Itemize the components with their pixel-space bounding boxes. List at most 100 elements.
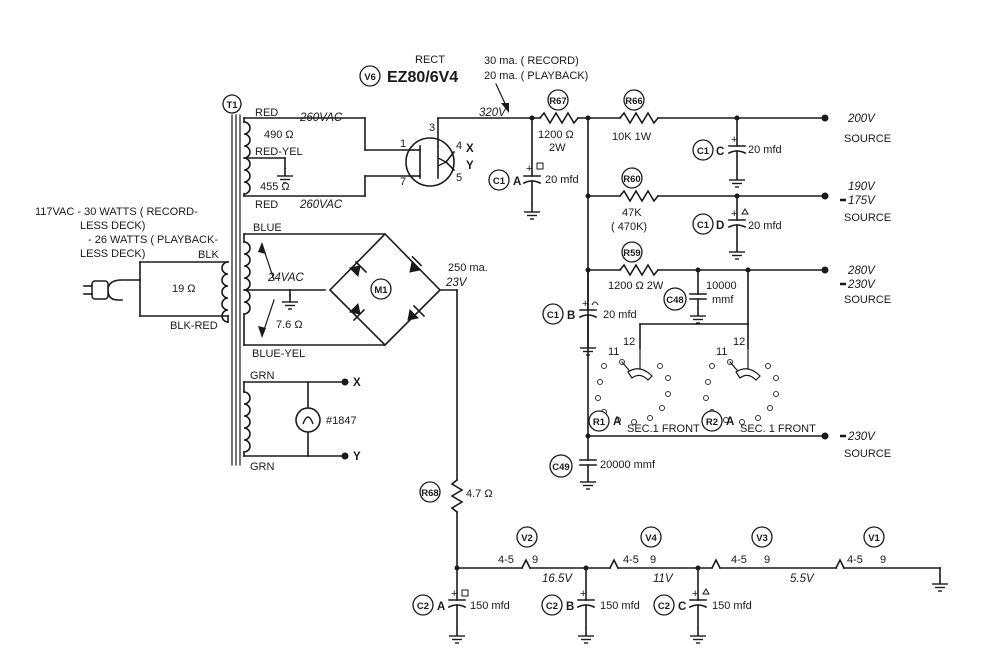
c48-ref: C48 xyxy=(666,295,683,306)
r66-value: 10K 1W xyxy=(612,131,652,143)
mains-plug xyxy=(91,280,109,300)
c2b-value: 150 mfd xyxy=(600,600,640,612)
hv-secondary-wiring: RED 260VAC 490 Ω RED-YEL 455 Ω RED 260VA… xyxy=(243,107,411,211)
out2-voltage2: 175V xyxy=(848,195,876,207)
r1-pin12: 12 xyxy=(623,336,635,348)
mains-cord xyxy=(107,279,141,301)
v1-pin9: 9 xyxy=(880,554,886,566)
mains-line2: LESS DECK) xyxy=(80,220,145,232)
current-record: 30 ma. ( RECORD) xyxy=(484,55,579,67)
current-annotation: 30 ma. ( RECORD) 20 ma. ( PLAYBACK) 320V xyxy=(479,55,588,119)
r2-pin11: 11 xyxy=(716,346,727,358)
mains-line1: 117VAC - 30 WATTS ( RECORD- xyxy=(35,206,198,218)
v4-pin9: 9 xyxy=(650,554,656,566)
c2b-section: B xyxy=(566,601,574,613)
r1-ref: R1 xyxy=(593,417,606,428)
v4-pins: 4-5 xyxy=(623,554,639,566)
v4-ref: V4 xyxy=(645,533,657,544)
c1b-ref: C1 xyxy=(547,310,560,321)
rectifier-tube-v6: RECT V6 EZ80/6V4 1 3 4 5 7 X Y xyxy=(359,54,474,188)
out3-label: SOURCE xyxy=(844,294,891,306)
svg-text:+: + xyxy=(731,208,737,220)
c1c-section: C xyxy=(716,146,724,158)
r2-ref: R2 xyxy=(706,417,718,428)
wire-blue-yel: BLUE-YEL xyxy=(252,348,305,360)
t1-ref: T1 xyxy=(226,100,238,111)
pin-7: 7 xyxy=(400,176,406,188)
hv-resistance-upper: 490 Ω xyxy=(264,129,294,141)
svg-text:+: + xyxy=(580,588,586,600)
r67-watt: 2W xyxy=(549,142,566,154)
heater-voltage-3: 5.5V xyxy=(790,573,815,585)
c2c-value: 150 mfd xyxy=(712,600,752,612)
r67-value: 1200 Ω xyxy=(538,129,574,141)
pin-4: 4 xyxy=(456,140,462,152)
out4-label: SOURCE xyxy=(844,448,891,460)
heater-winding: GRN GRN #1847 X Y xyxy=(243,370,361,473)
wire-blk: BLK xyxy=(198,249,219,261)
svg-text:+: + xyxy=(582,298,588,310)
rect-label: RECT xyxy=(415,54,445,66)
svg-text:+: + xyxy=(451,588,457,600)
c1c-ref: C1 xyxy=(697,146,710,157)
current-playback: 20 ma. ( PLAYBACK) xyxy=(484,70,588,82)
svg-text:+: + xyxy=(731,134,737,146)
rect-type: EZ80/6V4 xyxy=(387,69,458,86)
c1b-value: 20 mfd xyxy=(603,309,637,321)
v6-ref: V6 xyxy=(364,72,376,83)
r59-value: 1200 Ω 2W xyxy=(608,280,664,292)
c1a-ref: C1 xyxy=(493,176,506,187)
c2a-ref: C2 xyxy=(417,601,429,612)
wire-red-bottom: RED xyxy=(255,199,278,211)
svg-text:+: + xyxy=(692,588,698,600)
wire-grn-bottom: GRN xyxy=(250,461,275,473)
out1-label: SOURCE xyxy=(844,133,891,145)
c48-value2: mmf xyxy=(712,294,734,306)
hv-voltage-bottom: 260VAC xyxy=(299,199,343,211)
r2-pin12: 12 xyxy=(733,336,745,348)
out2-label: SOURCE xyxy=(844,212,891,224)
r1-section: A xyxy=(613,416,621,428)
out2-voltage1: 190V xyxy=(848,181,876,193)
r1-rotor xyxy=(627,368,653,381)
heater-out-x: X xyxy=(353,377,361,389)
lv-secondary-wiring: BLUE 24VAC 7.6 Ω BLUE-YEL xyxy=(243,222,386,360)
out3-voltage1: 280V xyxy=(847,265,876,277)
bridge-current: 250 ma. xyxy=(448,262,488,274)
wire-grn-top: GRN xyxy=(250,370,275,382)
r2-rotor xyxy=(735,368,761,381)
output-labels: 200V SOURCE 190V 175V SOURCE 280V 230V S… xyxy=(840,113,891,460)
svg-text:+: + xyxy=(526,163,532,175)
r60-ref: R60 xyxy=(623,174,640,185)
lv-resistance: 7.6 Ω xyxy=(276,319,303,331)
c49-ref: C49 xyxy=(552,462,569,473)
r66-ref: R66 xyxy=(625,96,642,107)
switch-r1: 11 12 R1 A SEC.1 FRONT xyxy=(588,336,700,435)
c2a-value: 150 mfd xyxy=(470,600,510,612)
v1-pins: 4-5 xyxy=(847,554,863,566)
wire-blk-red: BLK-RED xyxy=(170,320,218,332)
r60-value: 47K xyxy=(622,207,642,219)
b-plus-voltage: 320V xyxy=(479,107,507,119)
lamp-label: #1847 xyxy=(326,415,357,427)
v2-pins: 4-5 xyxy=(498,554,514,566)
b-plus-rail: R67 1200 Ω 2W R66 10K 1W + C1 A 20 mfd +… xyxy=(437,89,829,220)
c2a-section: A xyxy=(437,601,445,613)
r2-section: A xyxy=(726,416,734,428)
r1-pin11: 11 xyxy=(608,346,619,358)
c2c-section: C xyxy=(678,601,686,613)
v2-ref: V2 xyxy=(521,533,533,544)
r1-label: SEC.1 FRONT xyxy=(627,423,700,435)
r68-value: 4.7 Ω xyxy=(466,488,493,500)
c2c-ref: C2 xyxy=(658,601,670,612)
heater-voltage-2: 11V xyxy=(653,573,674,585)
heater-string: R68 4.7 Ω V2 V4 V3 V1 4-5 9 4-5 9 4-5 9 … xyxy=(412,478,949,644)
c1c-value: 20 mfd xyxy=(748,144,782,156)
r59-ref: R59 xyxy=(623,248,640,259)
wire-red-yel: RED-YEL xyxy=(255,146,303,158)
m1-ref: M1 xyxy=(374,285,388,296)
v3-pins: 4-5 xyxy=(731,554,747,566)
pilot-lamp xyxy=(295,407,321,433)
tube-out-x: X xyxy=(466,143,474,155)
